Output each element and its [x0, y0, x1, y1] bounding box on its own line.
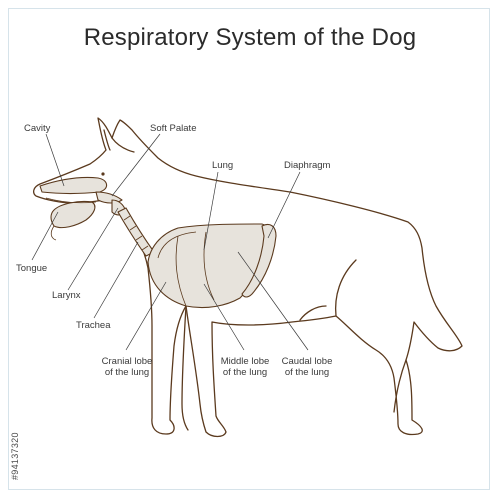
diaphragm-leader	[267, 171, 301, 239]
label-tongue: Tongue	[16, 263, 48, 274]
label-middle-lobe: Middle lobe of the lung	[210, 356, 280, 378]
label-caudal-lobe: Caudal lobe of the lung	[272, 356, 342, 378]
lung-lobe-divider-1	[175, 235, 187, 307]
cranial-lobe-leader	[125, 281, 167, 351]
caudal-lobe-leader	[237, 251, 309, 351]
frame-border	[8, 8, 490, 490]
front-leg-inner-line	[181, 305, 189, 431]
tongue-curl-line	[50, 225, 57, 241]
eye-mark	[101, 172, 105, 176]
jaw-line	[45, 197, 97, 204]
hind-leg-inner-line	[393, 359, 407, 413]
neck-fold-line	[111, 137, 135, 153]
page-title: Respiratory System of the Dog	[83, 24, 417, 51]
label-larynx: Larynx	[52, 290, 81, 301]
label-cranial-lobe: Cranial lobe of the lung	[92, 356, 162, 378]
ear-inner-line	[103, 129, 111, 151]
label-middle-lobe-line2: of the lung	[222, 367, 268, 378]
belly-fold-line	[299, 305, 327, 321]
label-middle-lobe-line1: Middle lobe	[220, 356, 270, 367]
trachea-shape	[117, 207, 155, 257]
soft-palate-leader	[111, 133, 161, 197]
trachea-leader	[93, 241, 139, 319]
tongue-leader	[31, 211, 59, 261]
label-cranial-lobe-line2: of the lung	[104, 367, 150, 378]
label-lung: Lung	[212, 160, 234, 171]
middle-lobe-leader	[203, 283, 245, 351]
nasal-cavity-shape	[39, 176, 108, 195]
leader-lines	[31, 133, 309, 351]
label-caudal-lobe-line2: of the lung	[284, 367, 330, 378]
trachea-ring-line	[123, 215, 149, 251]
stock-id-text: #94137320	[10, 432, 20, 480]
hind-thigh-line	[334, 259, 357, 317]
tongue-shape	[50, 200, 96, 229]
label-diaphragm: Diaphragm	[284, 160, 331, 171]
lung-inner-contour	[157, 231, 197, 259]
label-soft-palate: Soft Palate	[150, 123, 197, 134]
diaphragm-shape	[241, 223, 277, 298]
lung-lobe-divider-2	[203, 231, 215, 301]
label-caudal-lobe-line1: Caudal lobe	[281, 356, 333, 367]
label-cavity: Cavity	[24, 123, 51, 134]
label-trachea: Trachea	[76, 320, 111, 331]
lung-leader	[203, 171, 219, 251]
larynx-leader	[67, 207, 119, 291]
label-cranial-lobe-line1: Cranial lobe	[101, 356, 153, 367]
cavity-leader	[45, 133, 65, 187]
